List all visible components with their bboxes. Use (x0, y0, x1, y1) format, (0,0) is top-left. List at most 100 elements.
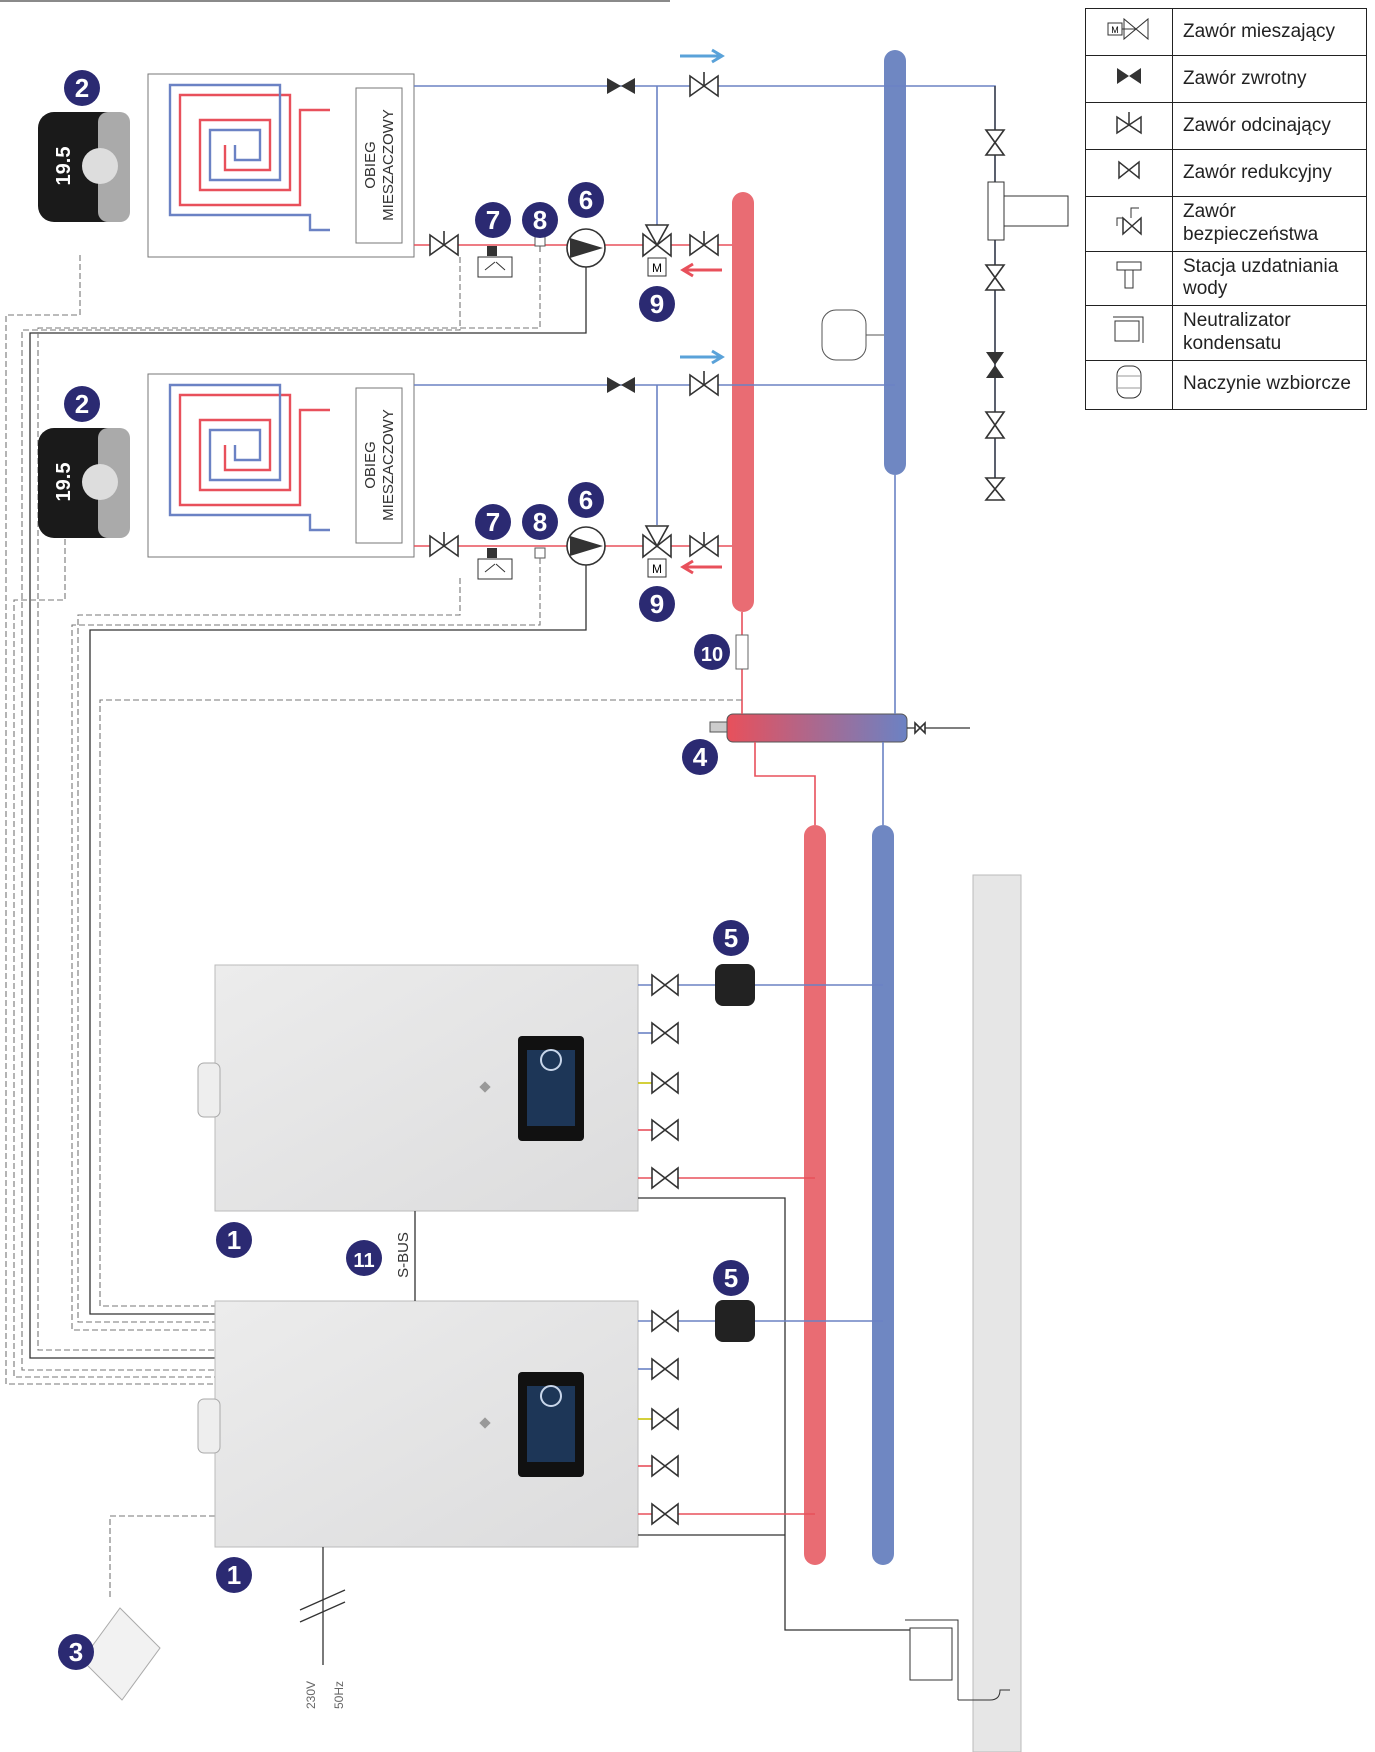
flow-arrow-icon (680, 349, 725, 365)
shutoff-valve-icon (429, 231, 459, 257)
boiler-return-header (872, 825, 894, 1565)
shutoff-valve-icon (689, 72, 719, 98)
svg-text:M: M (652, 261, 662, 275)
badge-boiler-1: 1 (216, 1222, 252, 1258)
boiler-2-connections (638, 1300, 883, 1536)
temperature-sensor-icon (534, 235, 546, 252)
svg-text:1: 1 (227, 1560, 241, 1590)
supply-header (732, 192, 754, 612)
check-valve-icon (1085, 55, 1173, 103)
badge-thermostat-2: 2 (64, 386, 100, 422)
legend-label: Zawór mieszający (1172, 8, 1367, 56)
badge-hydraulic-separator: 4 (682, 739, 718, 775)
check-valve-icon (607, 78, 635, 94)
legend-label: Neutralizator kondensatu (1172, 305, 1367, 361)
circulation-pump-icon (566, 228, 606, 268)
svg-text:6: 6 (579, 485, 593, 515)
boiler-supply-header (804, 825, 826, 1565)
water-treatment-station-icon (1085, 250, 1173, 307)
svg-text:8: 8 (533, 205, 547, 235)
mixing-valve-icon: M (642, 224, 672, 277)
badge-temp-sensor-2: 8 (522, 504, 558, 540)
cold-water-line (984, 86, 1069, 501)
wall (972, 874, 1022, 1752)
badge-sbus: 11 (346, 1240, 382, 1276)
circuit-1-label-line2: MIESZACZOWY (380, 109, 397, 221)
svg-text:2: 2 (75, 73, 89, 103)
legend-row: Zawór bezpieczeństwa (1085, 196, 1367, 252)
flow-sensor (735, 634, 749, 670)
flow-arrow-icon (680, 262, 722, 278)
svg-text:7: 7 (486, 205, 500, 235)
legend-row: Stacja uzdatniania wody (1085, 250, 1367, 307)
legend-label: Naczynie wzbiorcze (1172, 359, 1367, 410)
boiler-1 (197, 964, 639, 1212)
legend-label: Zawór redukcyjny (1172, 149, 1367, 197)
circuit-1-label-line1: OBIEG (362, 141, 379, 189)
svg-text:5: 5 (724, 923, 738, 953)
outdoor-sensor-icon (81, 1607, 161, 1701)
hydraulic-separator (726, 713, 908, 743)
svg-text:M: M (652, 562, 662, 576)
svg-text:4: 4 (693, 742, 708, 772)
mixing-valve-icon: M (642, 525, 672, 578)
badge-safety-thermostat-2: 7 (475, 504, 511, 540)
condensate-neutralizer-icon (1085, 305, 1173, 361)
svg-text:2: 2 (75, 389, 89, 419)
circuit-2-label-line2: MIESZACZOWY (380, 409, 397, 521)
legend-row: Zawór odcinający (1085, 102, 1367, 150)
room-thermostat: 19.5 (38, 112, 130, 222)
badge-filter-2: 5 (713, 1260, 749, 1296)
svg-text:10: 10 (701, 644, 723, 666)
legend-row: Zawór redukcyjny (1085, 149, 1367, 197)
separator-drain-valve-icon (914, 721, 926, 735)
room-thermostat: 19.5 (38, 428, 130, 538)
badge-thermostat-1: 2 (64, 70, 100, 106)
svg-text:M: M (1111, 25, 1119, 35)
legend-label: Zawór odcinający (1172, 102, 1367, 150)
circuit-2-floor-coil-icon (168, 383, 330, 532)
svg-text:1: 1 (227, 1225, 241, 1255)
legend-row: Zawór zwrotny (1085, 55, 1367, 103)
shutoff-valve-icon (689, 532, 719, 558)
safety-thermostat-icon (477, 548, 513, 580)
svg-text:5: 5 (724, 1263, 738, 1293)
svg-text:7: 7 (486, 507, 500, 537)
legend-label: Zawór zwrotny (1172, 55, 1367, 103)
legend-label: Zawór bezpieczeństwa (1172, 196, 1367, 252)
boiler-1-connections (638, 964, 910, 1631)
shutoff-valve-icon (689, 371, 719, 397)
svg-text:9: 9 (650, 289, 664, 319)
badge-mixing-motor-2: 9 (639, 586, 675, 622)
check-valve-icon (607, 377, 635, 393)
svg-text:3: 3 (69, 1637, 83, 1667)
legend-row: Naczynie wzbiorcze (1085, 359, 1367, 410)
legend-label: Stacja uzdatniania wody (1172, 250, 1367, 307)
circuit-2-label-line1: OBIEG (362, 441, 379, 489)
shutoff-valve-icon (429, 532, 459, 558)
badge-mixing-motor-1: 9 (639, 286, 675, 322)
return-header (884, 50, 906, 475)
flow-arrow-icon (680, 48, 725, 64)
expansion-vessel-icon (821, 309, 884, 361)
reducing-valve-icon (1085, 149, 1173, 197)
badge-pump-1: 6 (568, 182, 604, 218)
badge-outdoor-sensor: 3 (58, 1634, 94, 1670)
condensate-neutralizer-icon (905, 1619, 1010, 1701)
badge-safety-thermostat-1: 7 (475, 202, 511, 238)
boiler-2 (197, 1300, 639, 1548)
sbus-label: S-BUS (395, 1232, 412, 1278)
shutoff-valve-icon (689, 231, 719, 257)
flow-arrow-icon (680, 559, 722, 575)
control-wiring (5, 255, 742, 1600)
badge-flow-sensor: 10 (694, 634, 730, 670)
expansion-vessel-icon (1085, 359, 1173, 410)
circuit-1-floor-coil-icon (168, 83, 330, 232)
legend-row: Neutralizator kondensatu (1085, 305, 1367, 361)
shutoff-valve-icon (1085, 102, 1173, 150)
power-voltage-label: 230V (304, 1681, 318, 1709)
thermostat-temperature: 19.5 (53, 147, 75, 186)
badge-filter-1: 5 (713, 920, 749, 956)
circulation-pump-icon (566, 526, 606, 566)
